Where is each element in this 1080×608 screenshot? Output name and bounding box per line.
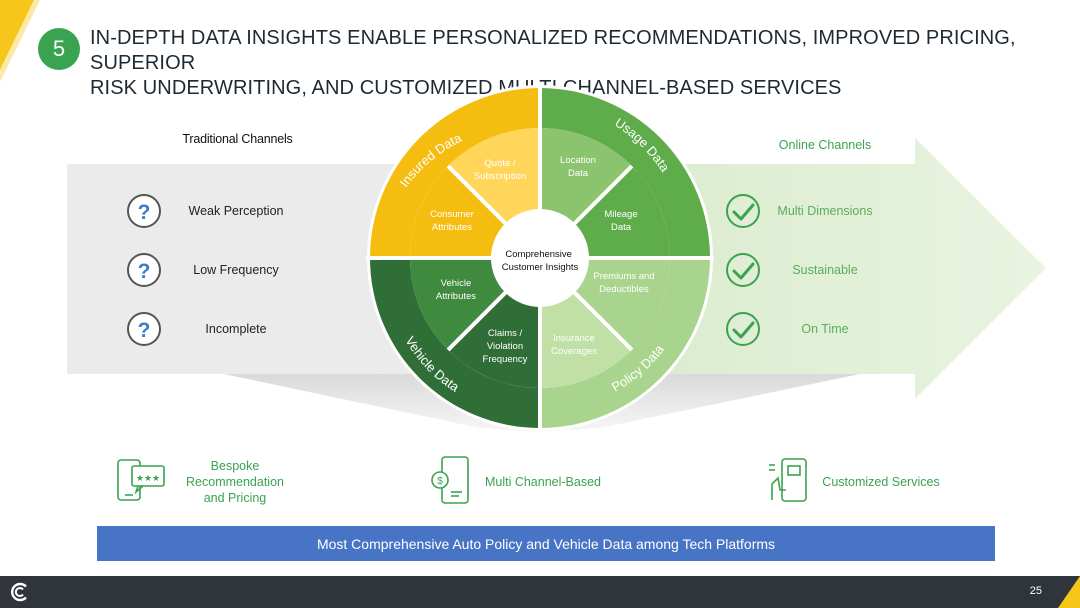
traditional-channels-heading: Traditional Channels	[182, 132, 293, 146]
question-icon: ?	[127, 312, 161, 346]
online-item: Multi Dimensions	[777, 204, 873, 218]
outcome-customized-label: Customized Services	[822, 475, 940, 489]
svg-text:?: ?	[138, 201, 151, 224]
svg-text:?: ?	[138, 319, 151, 342]
svg-text:★★★: ★★★	[136, 474, 160, 484]
check-circle-icon	[726, 253, 760, 287]
label-quote-subscription: Quote /Subscription	[474, 158, 526, 182]
question-icon: ?	[127, 194, 161, 228]
footer-bar	[0, 576, 1080, 608]
check-circle-icon	[726, 312, 760, 346]
online-item: Sustainable	[792, 263, 858, 277]
footer-corner-accent	[1058, 576, 1080, 608]
check-circle-icon	[726, 194, 760, 228]
svg-text:$: $	[437, 476, 443, 487]
online-item: On Time	[801, 322, 849, 336]
center-label-line-2: Customer Insights	[502, 262, 579, 273]
traditional-channels-band	[67, 164, 427, 374]
title-line-1: IN-DEPTH DATA INSIGHTS ENABLE PERSONALIZ…	[90, 27, 1016, 74]
traditional-item: Weak Perception	[188, 204, 284, 218]
online-channels-heading: Online Channels	[778, 138, 872, 152]
question-icon: ?	[127, 253, 161, 287]
center-label-line-1: Comprehensive	[505, 249, 572, 260]
traditional-item: Incomplete	[205, 322, 267, 336]
corner-stripe	[0, 0, 40, 82]
svg-text:?: ?	[138, 260, 151, 283]
payment-phone-icon: $	[431, 456, 469, 504]
outcome-multichannel-label: Multi Channel-Based	[484, 475, 602, 489]
step-number-badge: 5	[38, 28, 80, 70]
center-circle	[491, 209, 589, 307]
summary-banner: Most Comprehensive Auto Policy and Vehic…	[97, 526, 995, 561]
page-title: IN-DEPTH DATA INSIGHTS ENABLE PERSONALIZ…	[90, 26, 1050, 101]
insights-diagram: Comprehensive Customer Insights Insured …	[67, 88, 1046, 504]
company-logo-icon	[11, 582, 27, 602]
title-line-2: RISK UNDERWRITING, AND CUSTOMIZED MULTI …	[90, 77, 842, 99]
outcome-bespoke-label: Bespoke Recommendation and Pricing	[186, 459, 284, 505]
service-phone-icon	[769, 458, 807, 502]
svg-text:Comprehensive Customer Ins: Comprehensive Customer Insights	[502, 249, 579, 273]
recommendation-phone-icon: ★★★	[117, 459, 165, 501]
traditional-item: Low Frequency	[193, 263, 279, 277]
page-number: 25	[1029, 585, 1042, 597]
